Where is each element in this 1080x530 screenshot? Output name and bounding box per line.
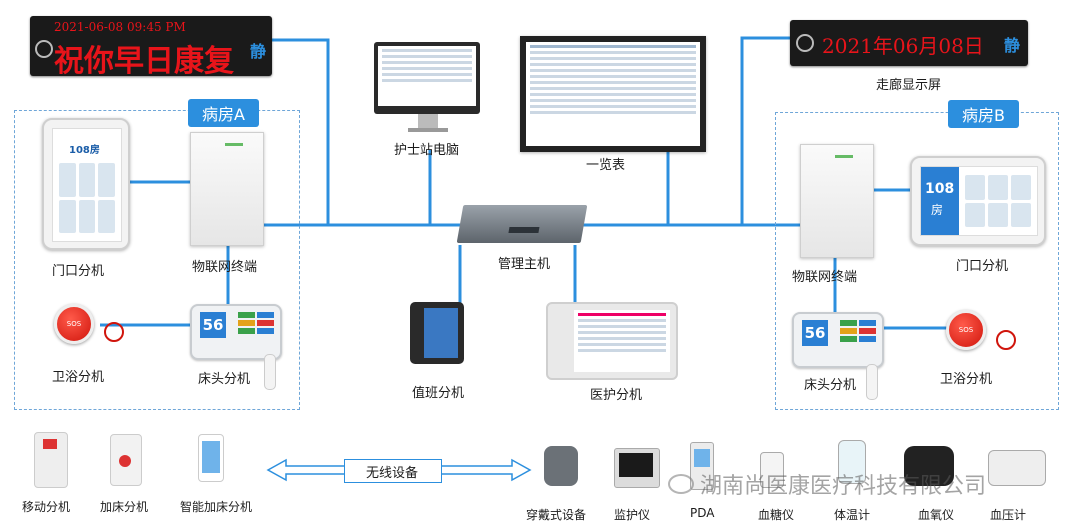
- status-led: [225, 143, 243, 146]
- ward-a-box: [14, 110, 300, 410]
- patient-grid: [965, 175, 1031, 227]
- wireless-right-5: 血氧仪: [918, 508, 955, 522]
- door-terminal-a-label: 门口分机: [52, 264, 105, 279]
- led-date: 2021年06月08日: [822, 34, 984, 58]
- ward-b-title: 病房B: [948, 100, 1019, 128]
- ward-b-box: [775, 112, 1059, 410]
- nurse-pc-label: 护士站电脑: [394, 143, 460, 158]
- bedside-buttons: [238, 312, 274, 334]
- pc-base: [408, 128, 448, 132]
- bedside-terminal-b: 56: [792, 312, 884, 368]
- pc-stand: [418, 114, 438, 128]
- corridor-display-label: 走廊显示屏: [876, 78, 942, 93]
- wireless-label: 无线设备: [366, 466, 419, 481]
- company-watermark: 湖南尚医康医疗科技有限公司: [700, 474, 987, 499]
- corridor-led-right: 2021年06月08日 静: [790, 20, 1028, 66]
- pda-icon: [690, 442, 714, 490]
- smart-phone-icon: [198, 434, 224, 482]
- sos-button-b[interactable]: SOS: [946, 310, 986, 350]
- wireless-left-0: 移动分机: [22, 500, 71, 514]
- overview-label: 一览表: [586, 158, 626, 173]
- iot-terminal-b: [800, 144, 874, 258]
- iot-terminal-b-label: 物联网终端: [792, 270, 858, 285]
- pull-cord-b: [996, 330, 1016, 350]
- glucometer-icon: [760, 452, 784, 488]
- thermometer-icon: [838, 440, 866, 484]
- corridor-led-left: 2021-06-08 09:45 PM 祝你早日康复 静: [30, 16, 272, 79]
- smartwatch-icon: [544, 446, 578, 486]
- status-led: [835, 155, 853, 158]
- door-terminal-a: 108房: [42, 118, 130, 250]
- bedside-buttons: [840, 320, 876, 342]
- bedside-terminal-a-label: 床头分机: [198, 372, 251, 387]
- wechat-logo-icon: [668, 474, 694, 494]
- server-icon: [456, 205, 588, 243]
- duty-phone-icon: [410, 302, 464, 364]
- iot-terminal-a: [190, 132, 264, 246]
- overview-screen: [520, 36, 706, 152]
- room-number: 108房: [69, 145, 100, 156]
- wireless-right-3: 血糖仪: [758, 508, 795, 522]
- oximeter-icon: [904, 446, 954, 486]
- wireless-left-1: 加床分机: [100, 500, 149, 514]
- led-badge: 静: [1004, 36, 1021, 55]
- mobile-terminal-icon: [34, 432, 68, 488]
- doctor-terminal-label: 医护分机: [590, 388, 643, 403]
- bath-terminal-b-label: 卫浴分机: [940, 372, 993, 387]
- led-message: 祝你早日康复: [54, 44, 234, 79]
- handset-icon: [264, 354, 276, 390]
- room-char: 房: [931, 203, 944, 217]
- patient-monitor-icon: [614, 448, 660, 488]
- patient-grid: [59, 163, 115, 233]
- room-number: 108: [925, 181, 955, 197]
- ward-a-title: 病房A: [188, 99, 259, 127]
- wireless-right-2: PDA: [690, 506, 715, 520]
- bed-number: 56: [200, 312, 226, 338]
- host-label: 管理主机: [498, 257, 551, 272]
- duty-terminal-label: 值班分机: [412, 386, 465, 401]
- bedside-terminal-b-label: 床头分机: [804, 378, 857, 393]
- bath-terminal-a-label: 卫浴分机: [52, 370, 105, 385]
- door-screen: 108 房: [920, 166, 1038, 236]
- bedside-terminal-a: 56: [190, 304, 282, 360]
- sos-button-a[interactable]: SOS: [54, 304, 94, 344]
- room-panel: [921, 167, 959, 235]
- no-smoking-icon: [796, 34, 814, 52]
- wireless-right-4: 体温计: [834, 508, 871, 522]
- wireless-right-1: 监护仪: [614, 508, 651, 522]
- door-terminal-b: 108 房: [910, 156, 1046, 246]
- wireless-left-2: 智能加床分机: [180, 500, 253, 514]
- handset-icon: [866, 364, 878, 400]
- nurse-pc-icon: [374, 42, 480, 114]
- door-screen: 108房: [52, 128, 122, 242]
- wireless-right-6: 血压计: [990, 508, 1027, 522]
- extra-bed-terminal-icon: [110, 434, 142, 486]
- wireless-right-0: 穿戴式设备: [526, 508, 587, 522]
- bed-number: 56: [802, 320, 828, 346]
- led-badge: 静: [250, 42, 267, 61]
- blood-pressure-icon: [988, 450, 1046, 486]
- wireless-label-box: [344, 459, 442, 483]
- pull-cord-a: [104, 322, 124, 342]
- no-smoking-icon: [35, 40, 53, 58]
- iot-terminal-a-label: 物联网终端: [192, 260, 258, 275]
- doctor-terminal-icon: [546, 302, 678, 380]
- door-terminal-b-label: 门口分机: [956, 259, 1009, 274]
- led-datetime: 2021-06-08 09:45 PM: [54, 20, 186, 34]
